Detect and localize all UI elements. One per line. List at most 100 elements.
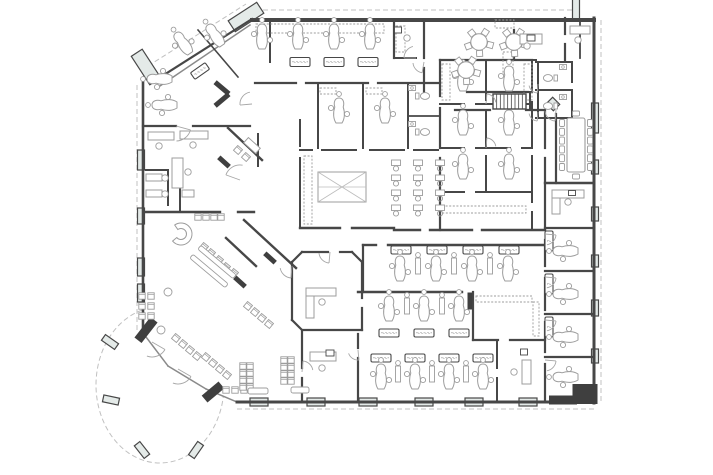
delivery-cart bbox=[404, 292, 410, 315]
sink bbox=[559, 64, 567, 70]
counter bbox=[365, 87, 383, 95]
sink bbox=[408, 85, 416, 91]
waiting-chair bbox=[239, 376, 247, 384]
waiting-chair bbox=[194, 213, 202, 221]
desk-chair bbox=[403, 34, 411, 42]
waiting-chair bbox=[246, 376, 254, 384]
side-table bbox=[156, 325, 166, 335]
storefront-wall bbox=[158, 23, 252, 88]
wall-jamb bbox=[213, 80, 231, 96]
waiting-chair bbox=[147, 292, 155, 300]
table-chair bbox=[467, 55, 478, 66]
waiting-chair bbox=[138, 312, 146, 320]
desk bbox=[569, 25, 591, 35]
toilet bbox=[542, 74, 558, 82]
wall bbox=[290, 318, 304, 332]
dental-chair bbox=[496, 249, 520, 282]
bench bbox=[190, 254, 228, 288]
delivery-cart bbox=[395, 360, 401, 383]
wall-jamb bbox=[233, 275, 247, 289]
desk bbox=[181, 189, 195, 198]
waiting-chair bbox=[138, 292, 146, 300]
stairs bbox=[492, 93, 527, 110]
waiting-chair bbox=[232, 144, 244, 156]
dental-chair bbox=[546, 239, 579, 263]
table-chair bbox=[498, 41, 508, 51]
dashed-canopy-line bbox=[147, 3, 247, 67]
dental-chairs-layer bbox=[140, 17, 579, 390]
desk-chair bbox=[523, 42, 531, 50]
desks-layer bbox=[145, 25, 591, 385]
conference-chair bbox=[559, 163, 565, 171]
workstation bbox=[435, 189, 445, 202]
waiting-chair bbox=[280, 377, 288, 385]
dental-chair bbox=[369, 357, 393, 390]
desk bbox=[309, 351, 337, 362]
dental-chair bbox=[424, 249, 448, 282]
dental-chair bbox=[377, 289, 401, 322]
conference-chair bbox=[572, 110, 580, 117]
door-swing bbox=[239, 91, 253, 106]
workstation bbox=[391, 174, 401, 187]
door-swing bbox=[412, 61, 425, 74]
door-swing bbox=[146, 341, 166, 358]
conference-chair bbox=[587, 127, 593, 136]
door-swing bbox=[175, 125, 191, 142]
dental-chair bbox=[451, 103, 475, 136]
conference-chair bbox=[587, 154, 593, 163]
counter bbox=[523, 63, 533, 101]
workstation bbox=[435, 204, 445, 217]
table-chair bbox=[463, 41, 473, 51]
cabinet bbox=[190, 62, 210, 80]
tables-layer bbox=[450, 27, 593, 180]
wall-jamb bbox=[134, 316, 158, 344]
waiting-chair bbox=[239, 362, 247, 370]
workstation bbox=[413, 159, 423, 172]
wall bbox=[290, 250, 304, 264]
storefront-layer bbox=[141, 23, 252, 403]
window-column bbox=[187, 440, 205, 460]
round-table bbox=[463, 27, 495, 58]
door-swing bbox=[172, 368, 192, 385]
table-chair bbox=[475, 49, 484, 58]
workstation bbox=[391, 159, 401, 172]
dental-chair bbox=[497, 59, 521, 92]
door-swing bbox=[485, 93, 497, 105]
waiting-chair bbox=[170, 332, 182, 344]
waiting-chair bbox=[207, 357, 219, 369]
desk-chair bbox=[155, 142, 163, 150]
cabinet bbox=[413, 328, 435, 338]
counter bbox=[475, 295, 533, 303]
counter bbox=[532, 301, 540, 337]
desk bbox=[551, 189, 585, 199]
wall bbox=[350, 250, 364, 264]
door-swing bbox=[544, 276, 557, 289]
round-table bbox=[450, 55, 482, 86]
sink bbox=[408, 121, 416, 127]
waiting-chair bbox=[138, 302, 146, 310]
sink bbox=[559, 94, 567, 100]
counter bbox=[494, 19, 515, 29]
computer bbox=[394, 26, 402, 34]
dental-chair bbox=[546, 365, 579, 389]
bench bbox=[247, 387, 269, 395]
wall-jamb bbox=[572, 384, 598, 404]
conference-chair bbox=[559, 136, 565, 145]
waiting-chair bbox=[239, 383, 247, 391]
door-swing bbox=[318, 251, 331, 264]
door-swing bbox=[403, 45, 416, 59]
conference-chair bbox=[587, 119, 593, 127]
waiting-chair bbox=[222, 386, 230, 394]
window-column bbox=[136, 149, 146, 171]
cabinet bbox=[323, 56, 345, 68]
wall-jamb bbox=[549, 395, 577, 405]
computer bbox=[520, 348, 528, 356]
desk-chair bbox=[318, 364, 326, 372]
waiting-chair bbox=[246, 362, 254, 370]
table-chair bbox=[462, 77, 471, 86]
cabinet bbox=[289, 56, 311, 68]
window-column bbox=[571, 0, 581, 20]
waiting-chair bbox=[191, 350, 203, 362]
wall-jamb bbox=[217, 155, 231, 169]
